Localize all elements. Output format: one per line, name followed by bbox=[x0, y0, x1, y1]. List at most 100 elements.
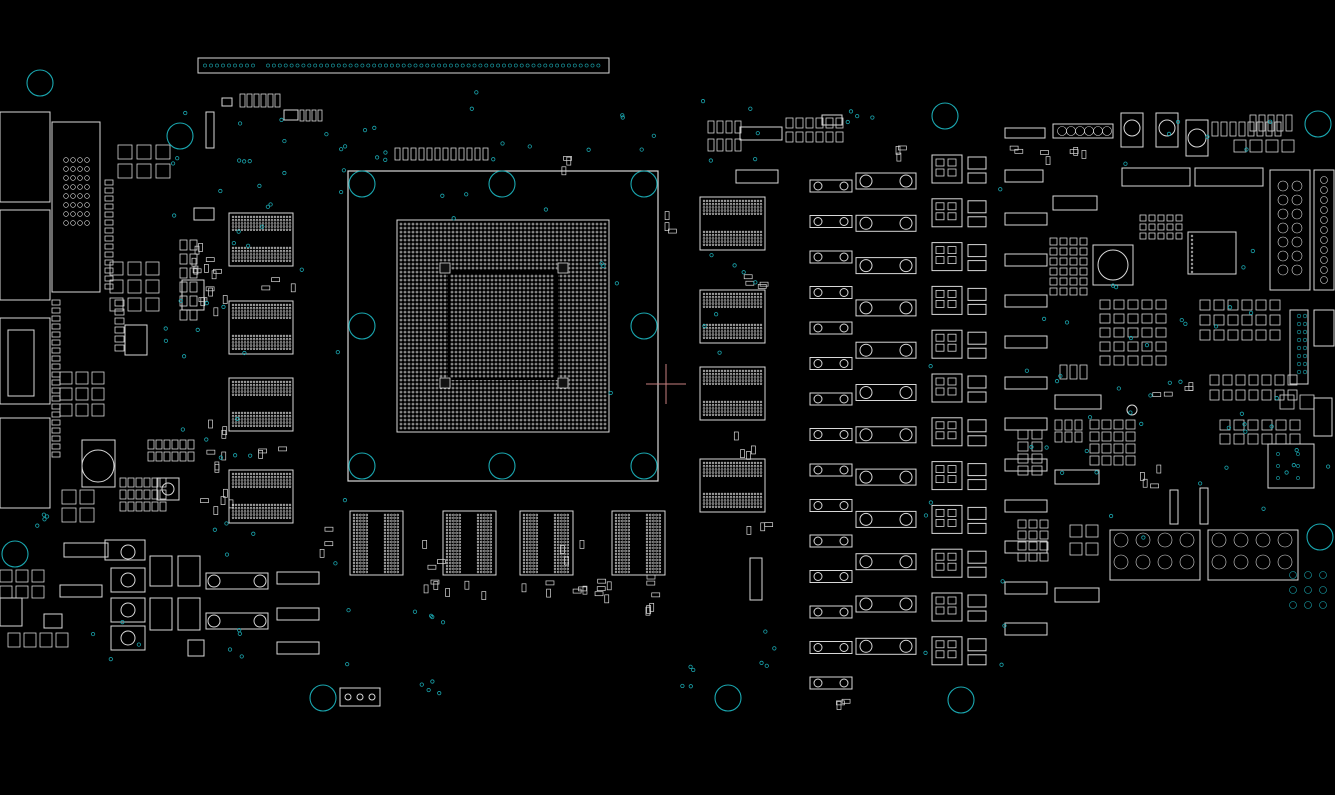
pin-pad bbox=[566, 513, 569, 517]
pin-pad bbox=[482, 286, 486, 290]
pin-pad bbox=[261, 334, 265, 338]
pin-pad bbox=[451, 222, 455, 226]
memory-chip-balls bbox=[231, 246, 292, 262]
pin-pad bbox=[403, 242, 407, 246]
pin-pad bbox=[621, 555, 624, 559]
pin-pad bbox=[535, 382, 539, 386]
pin-pad bbox=[546, 290, 550, 294]
pin-pad bbox=[249, 259, 253, 262]
pin-pad bbox=[443, 390, 447, 394]
pin-pad bbox=[583, 362, 587, 366]
pin-pad bbox=[491, 242, 495, 246]
pin-pad bbox=[599, 306, 603, 310]
pin-pad bbox=[474, 350, 478, 354]
pin-pad bbox=[478, 294, 482, 298]
pin-pad bbox=[579, 322, 583, 326]
pin-pad bbox=[567, 234, 571, 238]
pin-pad bbox=[523, 398, 527, 402]
pin-pad bbox=[567, 254, 571, 258]
pin-pad bbox=[401, 63, 406, 68]
pin-pad bbox=[624, 558, 627, 562]
pin-pad bbox=[234, 503, 238, 507]
pin-pad bbox=[535, 528, 538, 532]
pin-pad bbox=[276, 387, 280, 390]
pin-pad bbox=[559, 278, 563, 282]
pin-pad bbox=[522, 534, 526, 538]
pin-pad bbox=[514, 290, 518, 294]
pin-pad bbox=[443, 414, 447, 418]
pin-pad bbox=[571, 354, 575, 358]
pin-pad bbox=[532, 525, 535, 529]
pin-pad bbox=[587, 382, 591, 386]
pin-pad bbox=[514, 298, 518, 302]
pin-pad bbox=[483, 242, 487, 246]
pin-pad bbox=[261, 418, 265, 421]
pin-pad bbox=[407, 426, 411, 430]
pin-pad bbox=[285, 418, 289, 421]
pin-pad bbox=[513, 63, 518, 68]
pin-pad bbox=[460, 63, 465, 68]
pin-pad bbox=[535, 537, 538, 541]
pin-pad bbox=[411, 262, 415, 266]
pin-pad bbox=[535, 549, 538, 553]
pin-pad bbox=[258, 219, 262, 222]
pin-pad bbox=[487, 242, 491, 246]
pin-pad bbox=[255, 307, 259, 310]
pin-pad bbox=[399, 282, 403, 286]
pin-pad bbox=[246, 390, 250, 393]
pin-pad bbox=[427, 418, 431, 422]
pin-pad bbox=[407, 238, 411, 242]
pin-pad bbox=[591, 386, 595, 390]
pin-pad bbox=[264, 482, 268, 485]
pin-pad bbox=[476, 570, 480, 574]
pin-pad bbox=[583, 334, 587, 338]
pin-pad bbox=[531, 262, 535, 266]
pin-pad bbox=[567, 342, 571, 346]
pin-pad bbox=[530, 374, 534, 378]
pin-pad bbox=[526, 286, 530, 290]
pin-pad bbox=[237, 338, 241, 341]
pin-pad bbox=[595, 242, 599, 246]
pin-pad bbox=[399, 362, 403, 366]
pin-pad bbox=[627, 525, 630, 529]
pin-pad bbox=[267, 415, 271, 418]
pin-pad bbox=[539, 418, 543, 422]
pin-pad bbox=[348, 63, 353, 68]
pin-pad bbox=[470, 358, 474, 362]
pin-pad bbox=[462, 330, 466, 334]
pin-pad bbox=[261, 387, 265, 390]
pin-pad bbox=[279, 415, 283, 418]
pin-pad bbox=[575, 398, 579, 402]
pin-pad bbox=[237, 507, 241, 510]
pin-pad bbox=[261, 424, 265, 427]
pin-pad bbox=[614, 549, 618, 553]
pin-pad bbox=[439, 350, 443, 354]
pin-pad bbox=[475, 266, 479, 270]
pin-pad bbox=[555, 222, 559, 226]
pin-pad bbox=[531, 246, 535, 250]
pin-pad bbox=[571, 254, 575, 258]
pin-pad bbox=[575, 378, 579, 382]
pin-pad bbox=[255, 418, 259, 421]
pin-pad bbox=[567, 390, 571, 394]
pin-pad bbox=[595, 290, 599, 294]
pin-pad bbox=[530, 310, 534, 314]
pin-pad bbox=[486, 549, 489, 553]
pin-pad bbox=[270, 485, 274, 488]
pin-pad bbox=[288, 310, 292, 313]
pin-pad bbox=[531, 238, 535, 242]
pin-pad bbox=[231, 411, 235, 415]
pin-pad bbox=[407, 342, 411, 346]
pin-pad bbox=[234, 259, 238, 262]
pin-pad bbox=[270, 503, 274, 507]
pin-pad bbox=[285, 341, 289, 344]
pin-pad bbox=[365, 555, 368, 559]
pin-pad bbox=[285, 253, 289, 256]
pin-pad bbox=[489, 561, 492, 565]
pin-pad bbox=[471, 414, 475, 418]
pin-pad bbox=[486, 302, 490, 306]
pin-pad bbox=[252, 310, 256, 313]
pin-pad bbox=[511, 426, 515, 430]
